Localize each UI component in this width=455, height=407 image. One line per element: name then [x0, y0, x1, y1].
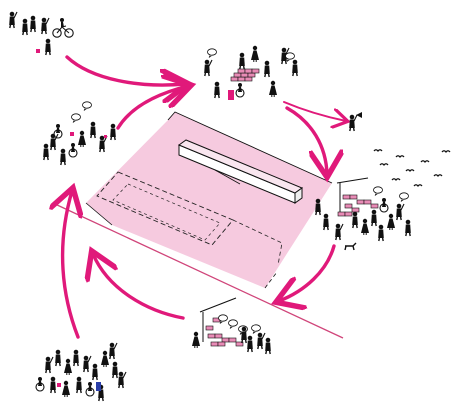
arrow-right-down: [287, 108, 327, 174]
crowd-group-bottom-left: [36, 343, 126, 401]
arrow-top-left: [67, 57, 185, 85]
activity-group-right: [315, 178, 411, 250]
dog-icon: [345, 243, 356, 250]
modular-block-stack-icon: [231, 69, 259, 81]
speaker-figure: [349, 112, 362, 131]
arrow-left-up-long: [63, 191, 78, 337]
passersby-group-top-left: [9, 12, 73, 55]
activity-group-left: [43, 102, 116, 165]
activity-group-bottom-center: [192, 298, 271, 354]
bird-icon-flock: [374, 150, 450, 186]
arrow-bottom-right: [279, 246, 334, 301]
activity-group-top-center: [204, 46, 298, 100]
arrow-bottom-left: [93, 254, 183, 318]
